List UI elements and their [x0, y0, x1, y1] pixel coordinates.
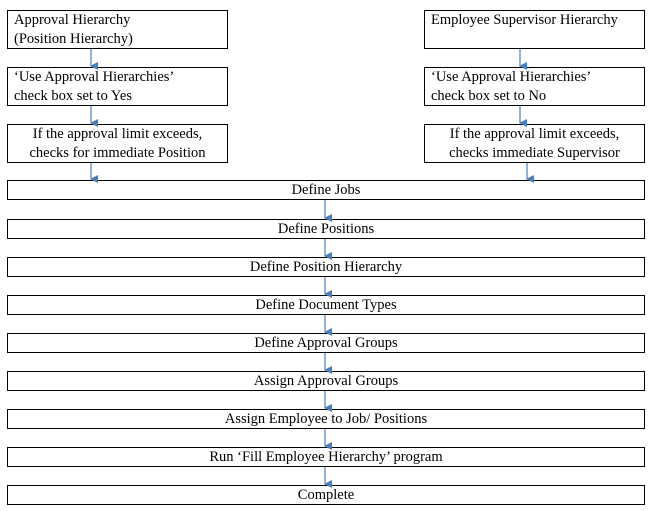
step-define-position-hierarchy-label: Define Position Hierarchy [249, 259, 403, 275]
step-define-approval-groups-label: Define Approval Groups [254, 335, 398, 351]
approval-limit-position-line1: If the approval limit exceeds, [32, 126, 203, 142]
step-define-jobs: Define Jobs [7, 180, 645, 200]
step-assign-approval-groups-label: Assign Approval Groups [253, 373, 399, 389]
step-define-jobs-label: Define Jobs [291, 182, 361, 198]
approval-limit-position-line2: checks for immediate Position [29, 145, 206, 161]
step-assign-employee-label: Assign Employee to Job/ Positions [224, 411, 428, 427]
use-approval-hierarchies-no-line1: ‘Use Approval Hierarchies’ [431, 69, 592, 85]
approval-hierarchy-box: Approval Hierarchy (Position Hierarchy) [7, 10, 228, 49]
approval-limit-supervisor-line2: checks immediate Supervisor [449, 145, 620, 161]
step-assign-employee: Assign Employee to Job/ Positions [7, 409, 645, 429]
step-define-positions-label: Define Positions [277, 221, 375, 237]
step-run-fill-employee-hierarchy-label: Run ‘Fill Employee Hierarchy’ program [209, 449, 443, 465]
employee-supervisor-hierarchy-title: Employee Supervisor Hierarchy [431, 12, 618, 28]
approval-limit-supervisor-line1: If the approval limit exceeds, [449, 126, 620, 142]
use-approval-hierarchies-yes-box: ‘Use Approval Hierarchies’ check box set… [7, 67, 228, 106]
approval-hierarchy-title: Approval Hierarchy [14, 12, 131, 28]
approval-limit-supervisor-box: If the approval limit exceeds, checks im… [424, 124, 645, 163]
step-complete-label: Complete [297, 487, 355, 503]
use-approval-hierarchies-no-line2: check box set to No [431, 88, 547, 104]
use-approval-hierarchies-yes-line1: ‘Use Approval Hierarchies’ [14, 69, 175, 85]
step-assign-approval-groups: Assign Approval Groups [7, 371, 645, 391]
step-run-fill-employee-hierarchy: Run ‘Fill Employee Hierarchy’ program [7, 447, 645, 467]
use-approval-hierarchies-no-box: ‘Use Approval Hierarchies’ check box set… [424, 67, 645, 106]
employee-supervisor-hierarchy-box: Employee Supervisor Hierarchy [424, 10, 645, 49]
approval-hierarchy-subtitle: (Position Hierarchy) [14, 31, 133, 47]
step-define-document-types-label: Define Document Types [255, 297, 397, 313]
use-approval-hierarchies-yes-line2: check box set to Yes [14, 88, 133, 104]
approval-limit-position-box: If the approval limit exceeds, checks fo… [7, 124, 228, 163]
